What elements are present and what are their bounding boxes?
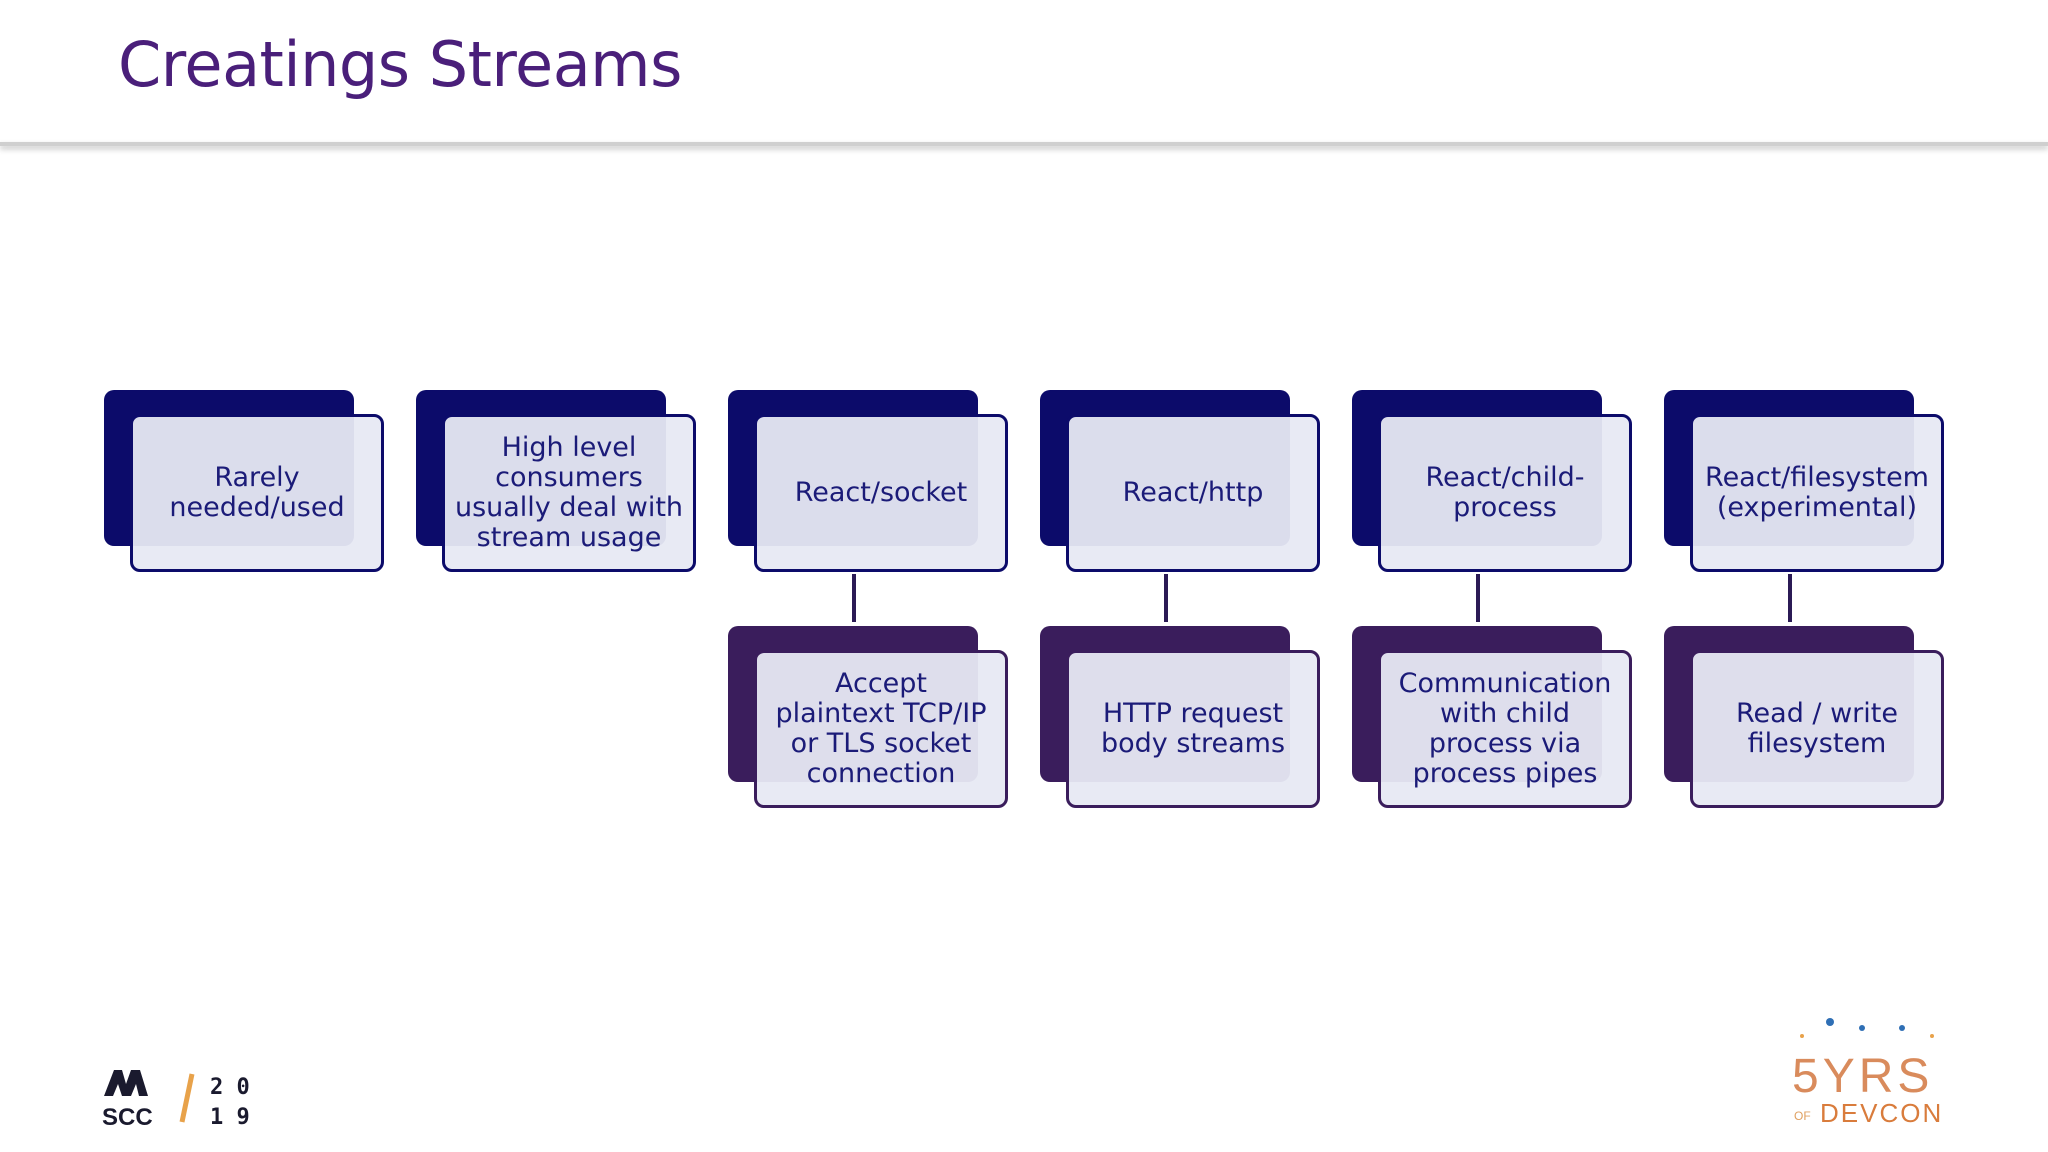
bottom-box-3-label: Communication with child process via pro… <box>1398 668 1612 789</box>
top-box-3-label: React/socket <box>794 477 968 508</box>
devcon-text: DEVCON <box>1820 1098 1943 1128</box>
top-box-1: Rarely needed/used <box>130 414 384 572</box>
top-box-4-label: React/http <box>1122 477 1264 508</box>
logo-slash <box>179 1073 195 1123</box>
top-box-2: High level consumers usually deal with s… <box>442 414 696 572</box>
top-box-5: React/child- process <box>1378 414 1632 572</box>
bottom-box-2-label: HTTP request body streams <box>1100 698 1286 759</box>
bottom-box-1-label: Accept plaintext TCP/IP or TLS socket co… <box>775 668 987 789</box>
top-box-6: React/filesystem (experimental) <box>1690 414 1944 572</box>
top-box-5-label: React/child- process <box>1425 462 1585 523</box>
top-box-2-label: High level consumers usually deal with s… <box>454 432 684 553</box>
connector-3 <box>852 574 856 622</box>
year-top: 2 0 <box>210 1075 250 1100</box>
year-bottom: 1 9 <box>210 1105 250 1130</box>
devcon-5yrs-logo: 5YRS OF DEVCON <box>1792 1018 1943 1128</box>
of-text: OF <box>1794 1109 1811 1123</box>
connector-6 <box>1788 574 1792 622</box>
bottom-box-3: Communication with child process via pro… <box>1378 650 1632 808</box>
top-box-3: React/socket <box>754 414 1008 572</box>
bottom-box-4-label: Read / write filesystem <box>1736 698 1898 759</box>
bottom-box-1: Accept plaintext TCP/IP or TLS socket co… <box>754 650 1008 808</box>
mscc-text: SCC <box>102 1104 153 1130</box>
mscc-2019-logo: SCC 2 0 1 9 <box>102 1070 250 1130</box>
top-box-1-label: Rarely needed/used <box>169 462 345 523</box>
connector-4 <box>1164 574 1168 622</box>
slide-header: Creatings Streams <box>0 0 2048 146</box>
header-divider <box>0 142 2048 146</box>
bottom-box-2: HTTP request body streams <box>1066 650 1320 808</box>
5yrs-text: 5YRS <box>1792 1050 1933 1103</box>
top-box-6-label: React/filesystem (experimental) <box>1705 462 1929 523</box>
top-box-4: React/http <box>1066 414 1320 572</box>
slide-title: Creatings Streams <box>118 28 682 101</box>
mscc-mark-icon <box>104 1070 148 1096</box>
bottom-box-4: Read / write filesystem <box>1690 650 1944 808</box>
connector-5 <box>1476 574 1480 622</box>
